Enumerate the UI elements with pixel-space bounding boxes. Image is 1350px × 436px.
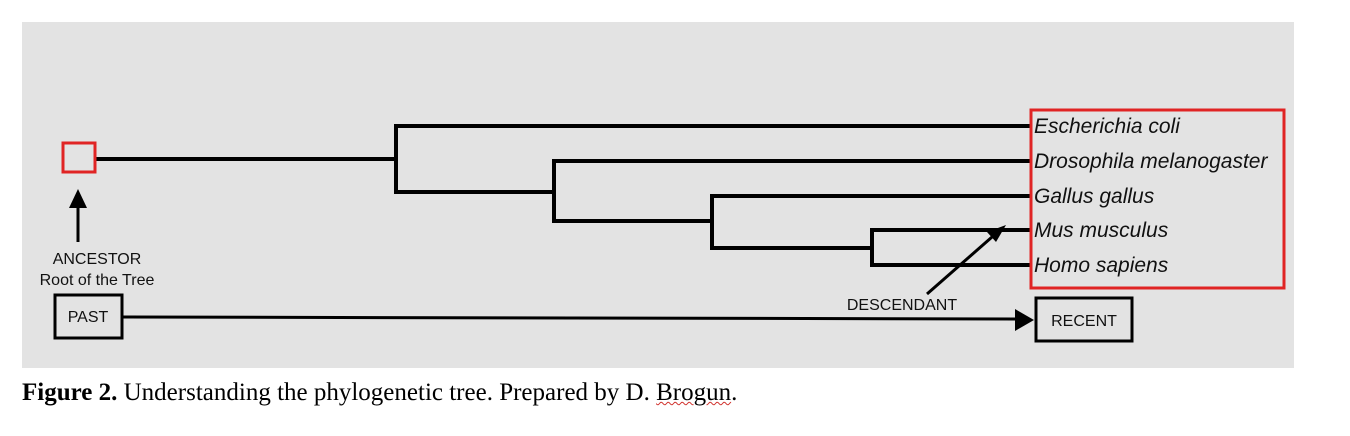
ancestor-label: ANCESTOR: [53, 251, 142, 268]
phylogenetic-tree: ANCESTOR Root of the Tree Escherichia co…: [40, 108, 1286, 343]
figure-caption: Figure 2. Understanding the phylogenetic…: [22, 379, 737, 407]
caption-author: Brogun: [656, 379, 732, 406]
taxa-highlight-box: [1029, 108, 1286, 290]
past-label: PAST: [68, 309, 109, 326]
recent-label: RECENT: [1051, 313, 1117, 330]
descendant-arrow-shaft: [926, 235, 993, 296]
descendant-label: DESCENDANT: [847, 297, 957, 314]
recent-box: [1034, 296, 1134, 343]
taxon-gallus-gallus: Gallus gallus: [1034, 185, 1155, 208]
time-arrow-head: [1015, 309, 1034, 331]
taxon-drosophila-melanogaster: Drosophila melanogaster: [1034, 150, 1268, 173]
figure-number: Figure 2.: [22, 379, 118, 406]
caption-text: Understanding the phylogenetic tree. Pre…: [117, 379, 657, 406]
time-arrow-shaft: [121, 315, 1019, 321]
figure-panel: ANCESTOR Root of the Tree Escherichia co…: [22, 22, 1294, 368]
caption-end: .: [731, 379, 738, 406]
past-box: [53, 293, 124, 340]
root-highlight-box: [61, 141, 97, 174]
descendant-arrow-head: [987, 225, 1006, 242]
taxon-homo-sapiens: Homo sapiens: [1034, 254, 1169, 277]
taxon-mus-musculus: Mus musculus: [1034, 219, 1169, 242]
ancestor-arrow-head: [69, 189, 87, 208]
root-label: Root of the Tree: [40, 272, 155, 289]
taxon-escherichia-coli: Escherichia coli: [1034, 115, 1181, 138]
